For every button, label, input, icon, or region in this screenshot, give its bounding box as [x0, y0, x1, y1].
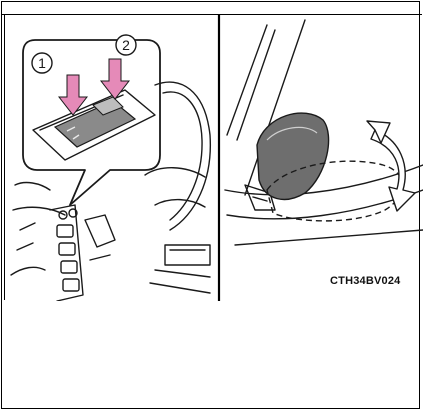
svg-text:2: 2: [122, 37, 130, 53]
figure-code: CTH34BV024: [330, 275, 400, 287]
press-arrow-2: [101, 59, 129, 99]
callout-2: 2: [116, 35, 136, 55]
mirror-housing: [257, 113, 329, 199]
mirror-fold-illustration: 1 2: [5, 15, 423, 301]
fold-rotation-arrow: [367, 121, 415, 211]
callout-1: 1: [32, 53, 52, 73]
svg-text:1: 1: [38, 55, 46, 71]
